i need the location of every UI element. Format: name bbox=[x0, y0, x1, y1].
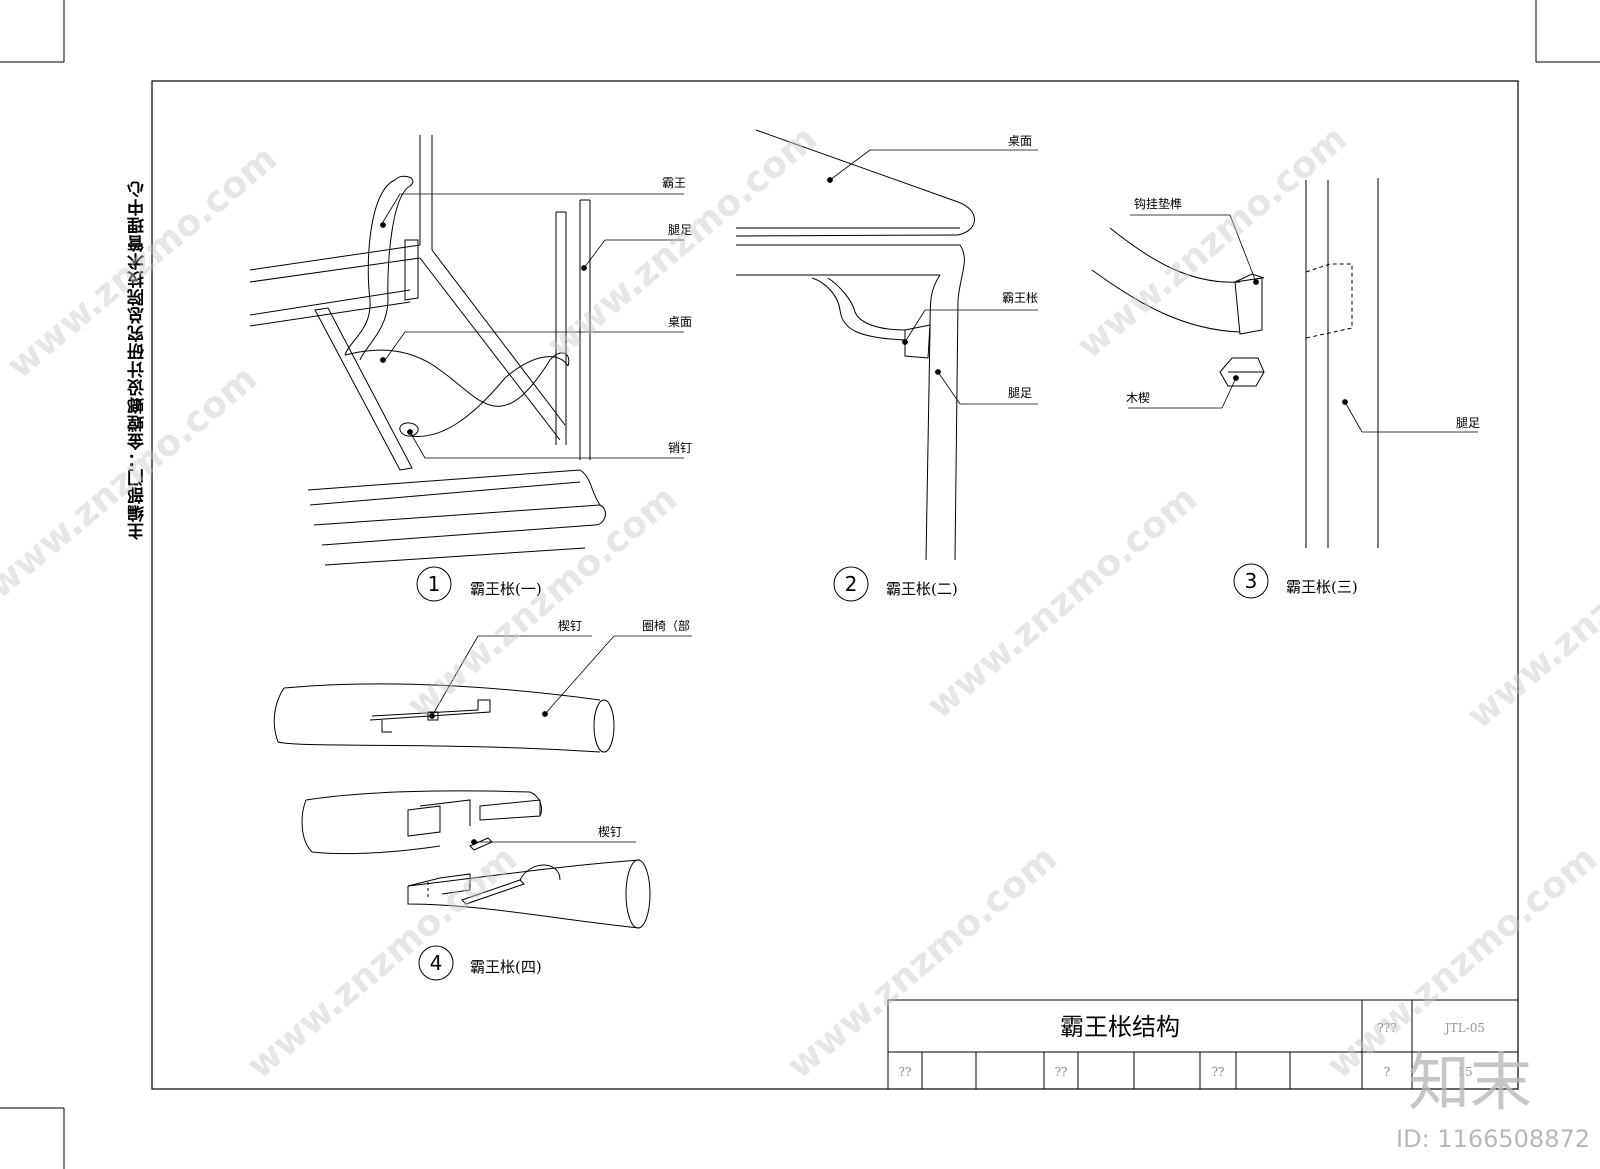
figure-2-drawing bbox=[735, 129, 975, 561]
label-fig3-gouguadiansun: 钩挂垫榫 bbox=[1134, 196, 1182, 211]
watermark-url: www.znzmo.com bbox=[399, 478, 684, 727]
figure-4-drawing bbox=[273, 683, 651, 929]
figure-4-caption: 霸王枨(四) bbox=[470, 958, 542, 976]
label-fig2-bawangcheng: 霸王枨 bbox=[1002, 291, 1038, 305]
drawing-code: JTL-05 bbox=[1443, 1021, 1485, 1035]
watermark-url: www.znzmo.com bbox=[0, 358, 265, 607]
label-fig2-tuizu: 腿足 bbox=[1008, 386, 1032, 400]
page-number: 15 bbox=[1457, 1065, 1472, 1079]
figure-2-number: 2 bbox=[845, 572, 858, 596]
figure-1-caption: 霸王枨(一) bbox=[470, 580, 542, 598]
figure-4-leaders bbox=[429, 635, 692, 845]
title-cell-1: ?? bbox=[899, 1065, 912, 1079]
label-fig1-xiao: 销钉 bbox=[668, 441, 692, 455]
figure-1-number: 1 bbox=[428, 572, 441, 596]
figure-1-leaders bbox=[380, 193, 684, 459]
label-fig4-xieding1: 楔钉 bbox=[558, 619, 582, 633]
label-fig3-muxie: 木楔 bbox=[1126, 391, 1150, 405]
watermark-url: www.znzmo.com bbox=[1069, 118, 1354, 367]
title-block-label: ??? bbox=[1377, 1021, 1396, 1035]
figure-3-caption: 霸王枨(三) bbox=[1286, 578, 1358, 596]
watermark-url: www.znzmo.com bbox=[779, 838, 1064, 1087]
title-cell-2: ?? bbox=[1055, 1065, 1068, 1079]
figure-1-drawing bbox=[249, 135, 606, 566]
watermark-url: www.znzmo.com bbox=[1459, 488, 1600, 737]
figure-3-leaders bbox=[1128, 214, 1478, 433]
label-fig1-zhuomian: 桌面 bbox=[668, 315, 692, 329]
drawing-title: 霸王枨结构 bbox=[1060, 1013, 1180, 1041]
watermark-url: www.znzmo.com bbox=[539, 118, 824, 367]
title-cell-3: ?? bbox=[1212, 1065, 1225, 1079]
title-block bbox=[887, 999, 1519, 1090]
figure-2-leaders bbox=[827, 149, 1038, 405]
label-fig1-tuizu: 腿足 bbox=[668, 223, 692, 237]
label-fig2-zhuomian: 桌面 bbox=[1008, 134, 1032, 148]
figure-2-caption: 霸王枨(二) bbox=[886, 580, 958, 598]
watermark-url: www.znzmo.com bbox=[919, 478, 1204, 727]
figure-4-number: 4 bbox=[430, 951, 443, 975]
label-fig4-quanyi: 圈椅（部 bbox=[642, 618, 690, 633]
label-fig4-xieding2: 楔钉 bbox=[598, 825, 622, 839]
label-fig1-bawang: 霸王 bbox=[662, 176, 686, 190]
watermark-url: www.znzmo.com bbox=[0, 138, 285, 387]
watermark-id: ID: 1166508872 bbox=[1396, 1125, 1590, 1153]
title-cell-4: ? bbox=[1384, 1065, 1390, 1079]
figure-3-number: 3 bbox=[1245, 569, 1258, 593]
label-fig3-tuizu: 腿足 bbox=[1456, 416, 1480, 430]
watermark-layer: www.znzmo.com www.znzmo.com www.znzmo.co… bbox=[0, 118, 1600, 1087]
watermark-brand-logo: 知末 bbox=[1408, 1046, 1532, 1119]
figure-3-drawing bbox=[1091, 178, 1379, 548]
